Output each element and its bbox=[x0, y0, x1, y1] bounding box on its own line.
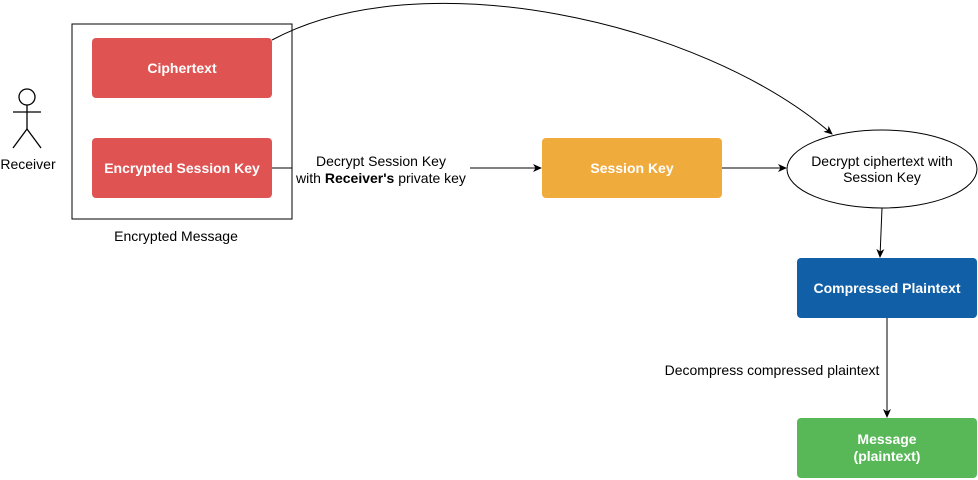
decrypt-session-key-edge-label: Decrypt Session Key with Receiver's priv… bbox=[292, 153, 470, 187]
encrypted-message-label: Encrypted Message bbox=[114, 228, 238, 244]
edge-ciphertext-to-decrypt bbox=[271, 2, 833, 135]
receivers-bold-text: Receiver's bbox=[324, 170, 395, 186]
decrypt-ciphertext-label: Decrypt ciphertext with Session Key bbox=[811, 153, 953, 185]
session-key-node: Session Key bbox=[542, 138, 722, 198]
ciphertext-node: Ciphertext bbox=[92, 38, 272, 98]
encrypted-message-container bbox=[71, 23, 293, 220]
encrypted-session-key-node: Encrypted Session Key bbox=[92, 138, 272, 198]
receiver-actor-icon bbox=[12, 88, 42, 149]
edge-label-line2: with Receiver's private key bbox=[296, 170, 466, 186]
edge-label-line1: Decrypt Session Key bbox=[316, 153, 446, 169]
receiver-label: Receiver bbox=[0, 156, 56, 172]
message-plaintext-node: Message (plaintext) bbox=[797, 418, 977, 478]
compressed-plaintext-node: Compressed Plaintext bbox=[797, 258, 977, 318]
edge-decrypt-to-compressed bbox=[876, 207, 885, 258]
decompress-edge-label: Decompress compressed plaintext bbox=[664, 362, 880, 378]
